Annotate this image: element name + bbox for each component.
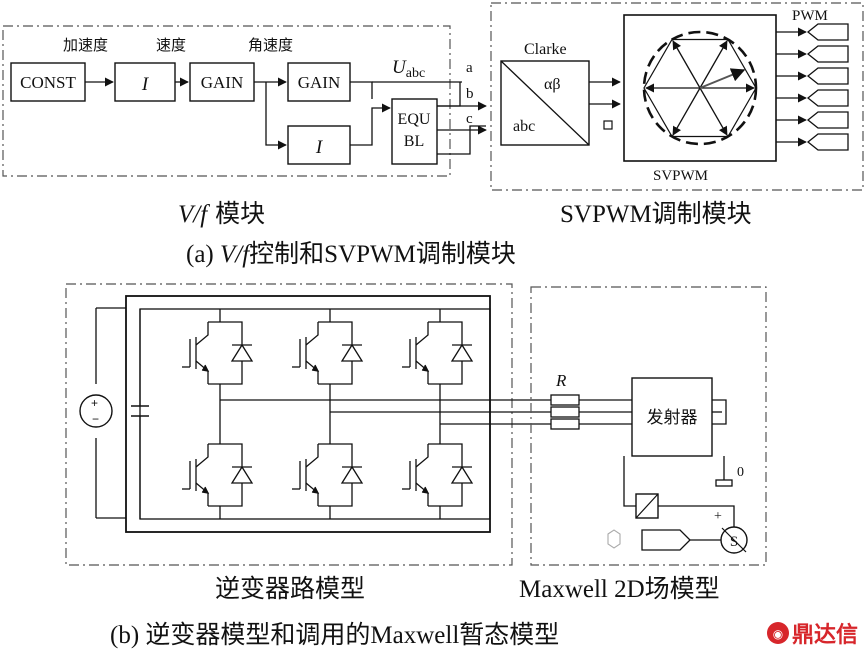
pwm-port-tags [806, 23, 849, 151]
inverter-module: + − 逆变器路模型 [65, 283, 555, 603]
clarke-alphabeta: αβ [544, 76, 561, 93]
diode-icon-5 [450, 465, 474, 484]
resistor-outputs [579, 399, 632, 425]
dc-source-icon [79, 394, 113, 428]
transmitter-label: 发射器 [647, 408, 698, 428]
transmitter-block [631, 377, 713, 457]
svpwm-module: Clarke αβ abc [490, 2, 864, 228]
resistor-label: R [555, 371, 567, 390]
watermark-logo [767, 622, 789, 644]
integrator-block-1 [114, 62, 176, 102]
clarke-diagonal [500, 60, 590, 146]
diode-icon-0 [230, 343, 254, 362]
capacitor-icon [131, 405, 149, 417]
dc-plus-icon: + [91, 396, 98, 410]
wire-a-up [437, 82, 461, 107]
inverter-inner-frame [139, 308, 491, 520]
igbt-collector-4 [415, 322, 429, 346]
svpwm-block-label: SVPWM [653, 168, 708, 184]
inverter-bus-frame [125, 295, 491, 533]
switch-plus: + [714, 509, 722, 524]
panel-a-caption: (a) V/f控制和SVPWM调制模块 [186, 240, 516, 268]
gain-2-label: GAIN [298, 73, 341, 92]
port-c-label: c [466, 111, 473, 127]
control-input-tag [641, 529, 691, 551]
igbt-collector-3 [305, 444, 319, 468]
svpwm-reference-vector [699, 68, 746, 89]
port-a-label: a [466, 60, 473, 76]
igbt-emitter-2 [305, 360, 319, 384]
wire-branch-int2 [265, 82, 287, 150]
vf-dashed-frame [2, 25, 451, 177]
igbt-emitter-0 [195, 360, 209, 384]
resistors [550, 394, 580, 430]
u-abc-label: Uabc [392, 57, 425, 81]
svpwm-hexagon [643, 38, 757, 138]
const-block-label: CONST [20, 73, 76, 92]
igbt-emitter-5 [415, 482, 429, 506]
gain-1-label: GAIN [201, 73, 244, 92]
transmitter-return [712, 399, 727, 425]
switch-label: S [730, 534, 738, 550]
igbt-collector-0 [195, 322, 209, 346]
watermark-text: 鼎达信 [792, 622, 858, 648]
svpwm-module-caption: SVPWM调制模块 [560, 200, 752, 228]
ground-icon [715, 479, 733, 487]
diode-icon-3 [340, 465, 364, 484]
wire-gain-equ [350, 81, 373, 99]
diode-icon-2 [340, 343, 364, 362]
port-b-label: b [466, 86, 474, 102]
maxwell-dashed-frame [530, 286, 767, 566]
svpwm-vectors [645, 40, 755, 136]
igbt-collector-5 [415, 444, 429, 468]
maxwell-caption: Maxwell 2D场模型 [519, 575, 720, 603]
dc-minus-icon: − [92, 412, 99, 426]
vf-module: 加速度 速度 角速度 CONST I GAIN GAIN I EQU BL Ua… [2, 25, 487, 228]
igbt-emitter-4 [415, 360, 429, 384]
phase-lines [220, 399, 555, 425]
dc-bus-links [96, 307, 126, 519]
sensor-wire [623, 456, 636, 507]
terminator-icon [603, 120, 613, 130]
integrator-2-label: I [315, 137, 324, 158]
clarke-abc: abc [513, 118, 535, 135]
ground-value: 0 [737, 465, 744, 480]
wire-int2-equ [350, 103, 391, 146]
svg-text:◉: ◉ [773, 627, 783, 641]
vf-module-caption: V/f 模块 [178, 199, 265, 228]
pwm-outputs [776, 27, 807, 147]
block-icon [607, 529, 621, 549]
accel-label: 加速度 [63, 36, 108, 54]
igbt-bridge [182, 309, 474, 519]
diode-icon-4 [450, 343, 474, 362]
pwm-label: PWM [792, 8, 828, 24]
equ-label: EQU [398, 111, 431, 128]
equ-bl-block [391, 98, 438, 165]
inverter-caption: 逆变器路模型 [215, 574, 365, 603]
diode-icon-1 [230, 465, 254, 484]
igbt-collector-1 [195, 444, 209, 468]
gain-block-2 [287, 62, 351, 102]
igbt-emitter-3 [305, 482, 319, 506]
angular-speed-label: 角速度 [248, 36, 293, 54]
integrator-1-label: I [141, 74, 150, 95]
bl-label: BL [404, 133, 424, 150]
speed-label: 速度 [156, 36, 186, 54]
igbt-emitter-1 [195, 482, 209, 506]
integrator-block-2 [287, 125, 351, 165]
panel-b-caption: (b) 逆变器模型和调用的Maxwell暂态模型 [110, 621, 559, 649]
igbt-collector-2 [305, 322, 319, 346]
svpwm-dashed-frame [490, 2, 864, 191]
maxwell-module: R 发射器 0 + S Maxwell 2D场模型 [519, 286, 767, 603]
wire-c-route [437, 125, 486, 155]
clarke-title: Clarke [524, 41, 567, 58]
